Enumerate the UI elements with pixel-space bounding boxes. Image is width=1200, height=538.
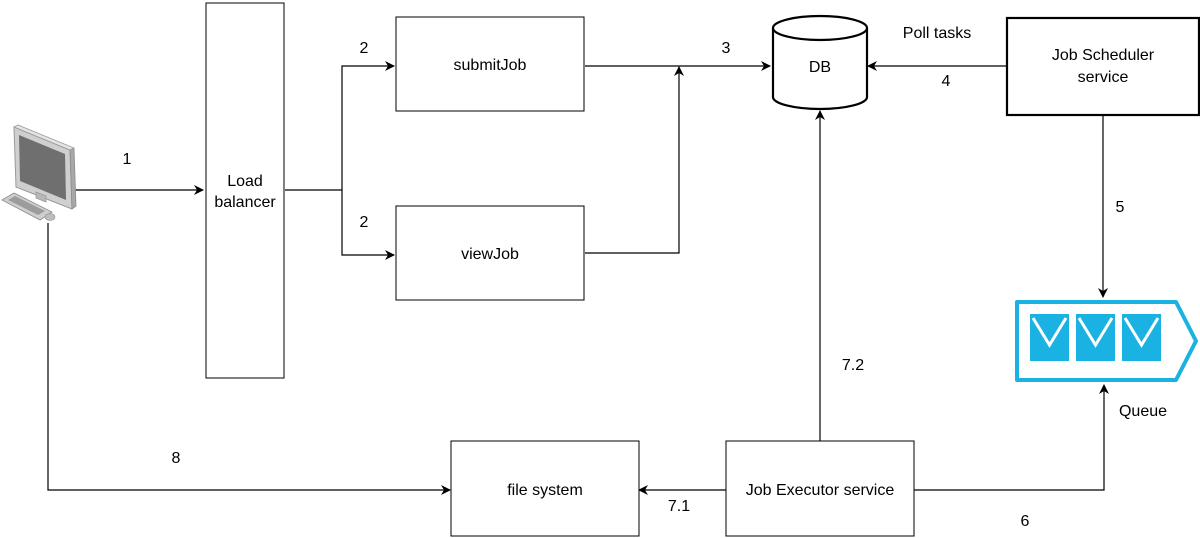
edge-load-balancer-to-viewjob [341,190,395,260]
load-balancer-label-line2: balancer [214,194,276,211]
edge-label-3: 3 [722,40,731,57]
job-executor-label: Job Executor service [746,482,895,499]
edge-labels: 1 2 2 3 Poll tasks 4 5 6 7.1 7.2 8 [123,25,1125,530]
job-scheduler-label-line2: service [1078,69,1129,86]
edge-label-5: 5 [1116,199,1125,216]
edge-label-4: 4 [942,73,951,90]
edge-load-balancer-to-submitjob [285,61,395,191]
edge-client-to-file-system [47,223,451,495]
load-balancer-label-line1: Load [227,173,263,190]
edge-label-6: 6 [1021,513,1030,530]
mouse-shape [44,213,56,221]
edge-label-7-2: 7.2 [842,357,864,374]
queue-label: Queue [1119,403,1167,420]
db-body [771,28,869,111]
submitjob-label: submitJob [454,57,527,74]
queue-envelopes [1030,314,1161,361]
load-balancer-node: Load balancer [205,2,285,379]
db-top [771,14,869,42]
db-label: DB [809,59,831,76]
edge-label-8: 8 [172,450,181,467]
monitor-screen [19,135,66,200]
viewjob-node: viewJob [395,205,585,301]
file-system-node: file system [450,440,640,537]
job-scheduler-node: Job Scheduler service [1005,16,1200,117]
desktop-computer-icon [1,124,77,221]
job-executor-node: Job Executor service [725,440,915,537]
database-cylinder-icon: DB [771,14,869,111]
file-system-label: file system [507,482,583,499]
edges [47,61,1109,495]
submitjob-node: submitJob [395,16,585,112]
edge-label-poll-tasks: Poll tasks [903,25,971,42]
edge-executor-to-queue [914,384,1109,491]
job-scheduler-label-line1: Job Scheduler [1052,47,1155,64]
edge-viewjob-to-db [585,66,684,254]
edge-label-7-1: 7.1 [668,498,690,515]
edge-label-2-view: 2 [360,214,369,231]
message-queue-icon: Queue [1015,300,1198,420]
edge-label-1: 1 [123,151,132,168]
edge-label-2-submit: 2 [360,40,369,57]
viewjob-label: viewJob [461,246,519,263]
queue-outline [1015,300,1198,382]
